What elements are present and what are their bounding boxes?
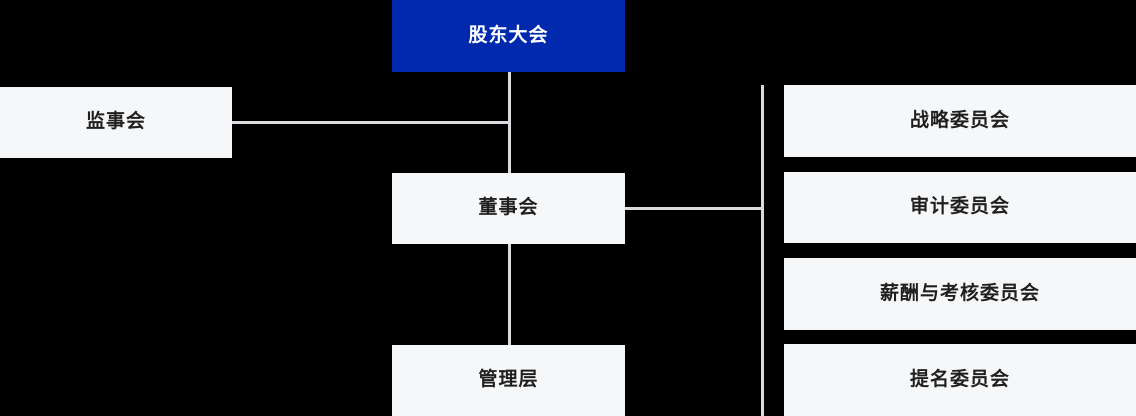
node-committee-audit[interactable]: 审计委员会	[784, 172, 1136, 243]
connector-shareholders-to-supervisory	[232, 121, 509, 124]
node-shareholders-meeting[interactable]: 股东大会	[392, 0, 625, 72]
node-committee-strategy[interactable]: 战略委员会	[784, 85, 1136, 157]
node-committee-remuneration[interactable]: 薪酬与考核委员会	[784, 258, 1136, 330]
connector-board-to-committees	[625, 207, 764, 210]
connector-committee-spine	[761, 85, 764, 416]
node-supervisory-board[interactable]: 监事会	[0, 87, 232, 158]
node-board-of-directors[interactable]: 董事会	[392, 173, 625, 244]
node-management[interactable]: 管理层	[392, 345, 625, 416]
node-committee-nomination[interactable]: 提名委员会	[784, 344, 1136, 416]
connector-shareholders-to-board	[508, 72, 511, 173]
connector-board-to-management	[508, 244, 511, 345]
